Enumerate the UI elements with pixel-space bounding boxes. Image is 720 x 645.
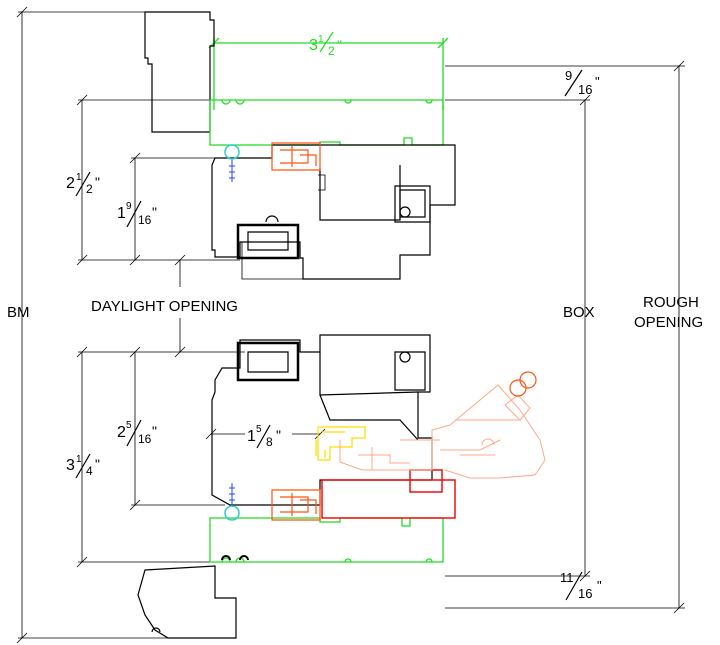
svg-text:16: 16 bbox=[578, 586, 592, 601]
svg-text:2: 2 bbox=[328, 44, 335, 58]
box-dimension bbox=[445, 94, 591, 582]
svg-text:5: 5 bbox=[126, 420, 132, 431]
svg-text:2: 2 bbox=[66, 175, 75, 192]
top-glass-dimension bbox=[129, 152, 230, 266]
sill-jamb bbox=[209, 517, 444, 563]
svg-text:11: 11 bbox=[560, 570, 574, 585]
svg-text:1: 1 bbox=[318, 34, 324, 45]
svg-text:": " bbox=[337, 37, 342, 53]
sill-sash bbox=[321, 469, 456, 519]
bm-dimension bbox=[16, 6, 170, 644]
svg-text:": " bbox=[95, 456, 100, 472]
svg-text:16: 16 bbox=[578, 82, 592, 97]
bottom-depth-dimension bbox=[205, 428, 326, 440]
svg-text:3: 3 bbox=[66, 457, 75, 474]
svg-text:1: 1 bbox=[76, 172, 82, 183]
top-height-dimension bbox=[76, 94, 240, 266]
svg-text:9: 9 bbox=[126, 201, 132, 212]
bottom-height-dimension bbox=[76, 346, 245, 568]
svg-text:16: 16 bbox=[138, 432, 152, 446]
svg-text:1: 1 bbox=[247, 428, 256, 445]
sill-hardware bbox=[315, 426, 366, 461]
svg-text:": " bbox=[276, 427, 281, 443]
svg-text:": " bbox=[152, 204, 157, 220]
sill-weatherstrip bbox=[224, 483, 240, 521]
bm-label: BM bbox=[7, 304, 30, 321]
box-label: BOX bbox=[563, 304, 595, 321]
svg-text:": " bbox=[595, 74, 600, 89]
svg-text:16: 16 bbox=[138, 213, 152, 227]
dim-bottom-offset: 11 16 " bbox=[560, 570, 602, 601]
svg-text:1: 1 bbox=[76, 454, 82, 465]
dim-bottom-glass: 2 5 16 " bbox=[117, 419, 157, 447]
svg-text:2: 2 bbox=[86, 182, 93, 196]
head-frame bbox=[144, 11, 456, 280]
svg-text:9: 9 bbox=[565, 68, 572, 83]
svg-text:": " bbox=[152, 423, 157, 439]
sill-frame bbox=[137, 334, 433, 639]
svg-text:5: 5 bbox=[256, 424, 262, 435]
rough-opening-dimension bbox=[445, 60, 685, 614]
bottom-glass-dimension bbox=[129, 346, 225, 511]
svg-text:1: 1 bbox=[117, 205, 126, 222]
svg-text:": " bbox=[95, 174, 100, 190]
sill-gasket bbox=[271, 489, 321, 521]
svg-text:4: 4 bbox=[86, 464, 93, 478]
svg-text:2: 2 bbox=[117, 424, 126, 441]
rough-label: ROUGH bbox=[643, 294, 699, 311]
head-weatherstrip bbox=[224, 144, 240, 182]
svg-text:": " bbox=[597, 578, 602, 593]
daylight-opening-label: DAYLIGHT OPENING bbox=[91, 298, 238, 315]
opening-label: OPENING bbox=[634, 314, 703, 331]
dim-top-height: 2 1 2 " bbox=[66, 171, 100, 197]
svg-text:8: 8 bbox=[266, 435, 273, 449]
dim-top-offset: 9 16 " bbox=[564, 68, 600, 97]
head-gasket bbox=[271, 142, 321, 171]
dim-bottom-depth: 1 5 8 " bbox=[247, 424, 281, 449]
svg-text:3: 3 bbox=[309, 37, 318, 54]
dim-top-glass: 1 9 16 " bbox=[117, 200, 157, 228]
sash-lock bbox=[339, 371, 546, 479]
dim-bottom-height: 3 1 4 " bbox=[66, 453, 100, 479]
dim-top-width: 3 1 2 " bbox=[309, 31, 342, 58]
